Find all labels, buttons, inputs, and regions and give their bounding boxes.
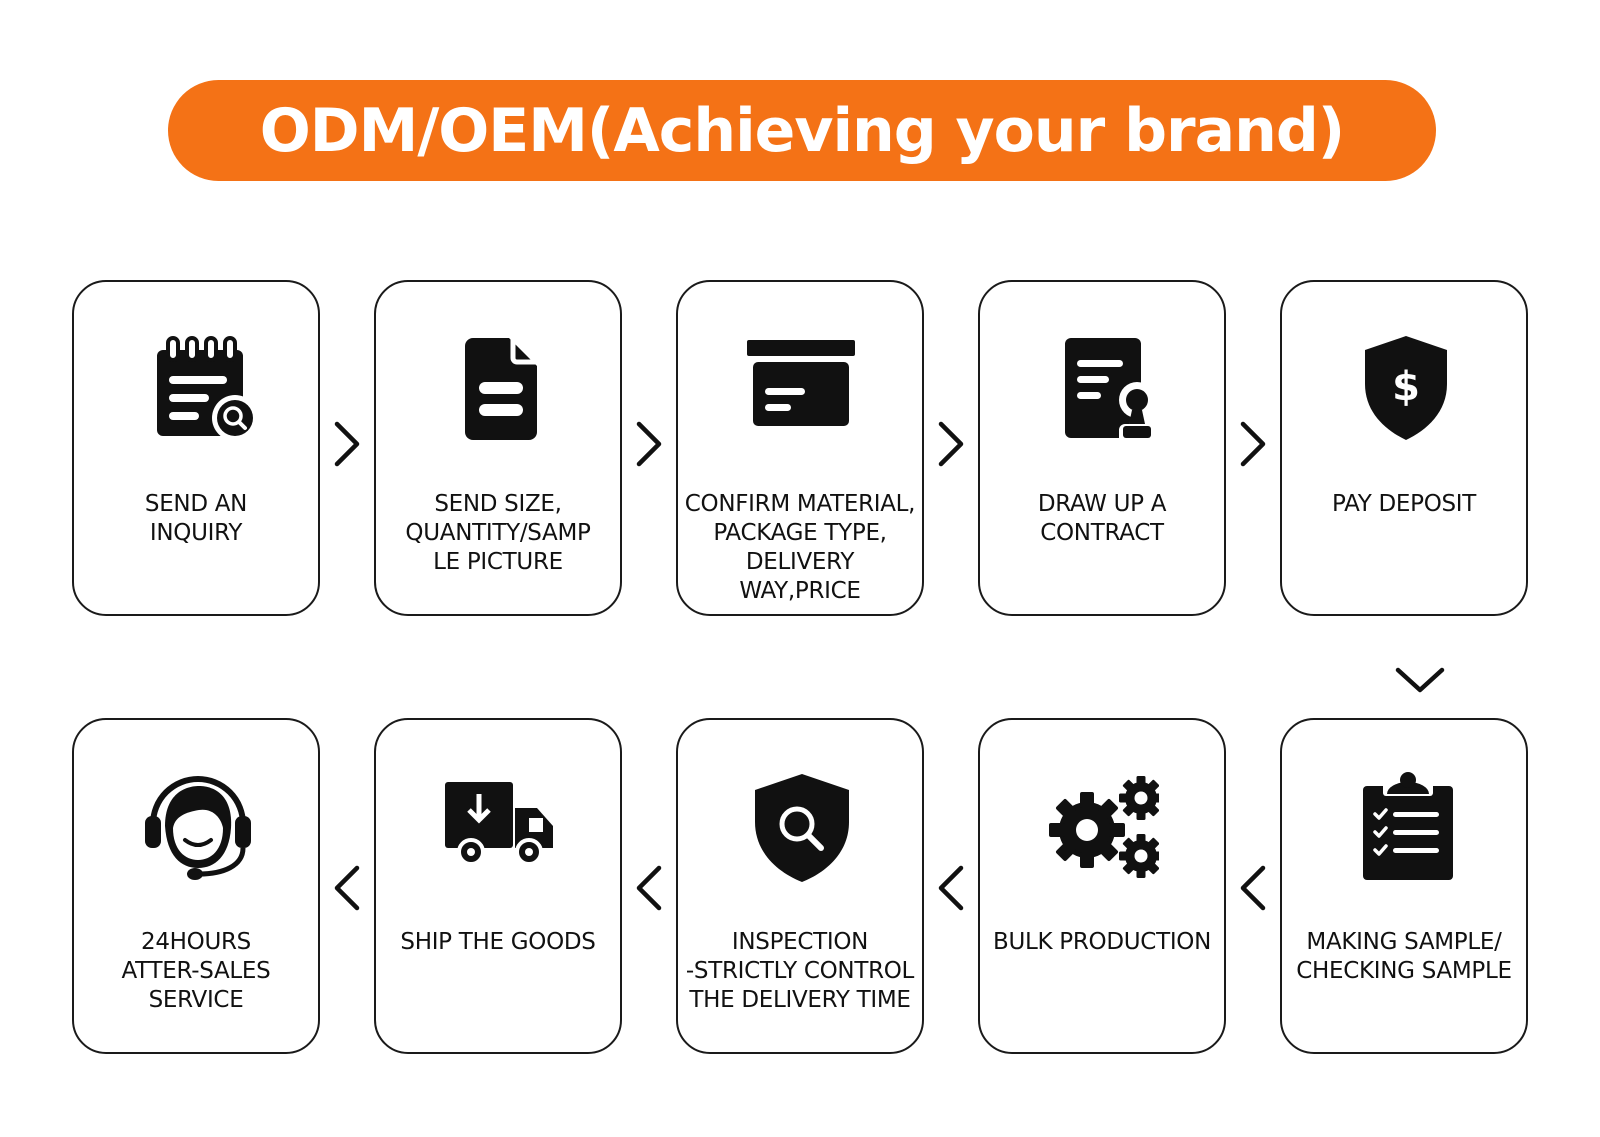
step-card-send-size: SEND SIZE, QUANTITY/SAMP LE PICTURE	[374, 280, 622, 616]
shield-dollar-icon: $	[1351, 334, 1461, 444]
step-label: CONFIRM MATERIAL, PACKAGE TYPE, DELIVERY…	[684, 491, 916, 604]
chevron-left-icon	[327, 864, 367, 912]
svg-text:$: $	[1392, 364, 1420, 410]
contract-stamp-icon	[1049, 334, 1159, 444]
chevron-right-icon	[629, 420, 669, 468]
chevron-down-icon	[1394, 662, 1446, 696]
step-label: DRAW UP A CONTRACT	[1037, 491, 1167, 546]
package-box-icon	[747, 334, 857, 444]
shield-search-icon	[747, 772, 857, 882]
step-card-ship-goods: SHIP THE GOODS	[374, 718, 622, 1054]
chevron-left-icon	[931, 864, 971, 912]
title-banner: ODM/OEM(Achieving your brand)	[168, 80, 1436, 181]
step-card-bulk-production: BULK PRODUCTION	[978, 718, 1226, 1054]
page-title: ODM/OEM(Achieving your brand)	[259, 95, 1345, 166]
chevron-right-icon	[931, 420, 971, 468]
delivery-truck-icon	[445, 772, 555, 882]
step-card-inspection: INSPECTION -STRICTLY CONTROL THE DELIVER…	[676, 718, 924, 1054]
step-card-after-sales: 24HOURS ATTER-SALES SERVICE	[72, 718, 320, 1054]
step-label: MAKING SAMPLE/ CHECKING SAMPLE	[1296, 929, 1512, 984]
step-label: 24HOURS ATTER-SALES SERVICE	[121, 929, 271, 1013]
step-card-making-sample: MAKING SAMPLE/ CHECKING SAMPLE	[1280, 718, 1528, 1054]
step-label: PAY DEPOSIT	[1331, 491, 1477, 517]
chevron-right-icon	[1233, 420, 1273, 468]
gears-icon	[1049, 772, 1159, 882]
step-label: INSPECTION -STRICTLY CONTROL THE DELIVER…	[685, 929, 915, 1013]
clipboard-checklist-icon	[1351, 772, 1461, 882]
step-label: SHIP THE GOODS	[400, 929, 596, 955]
document-icon	[445, 334, 555, 444]
step-label: BULK PRODUCTION	[992, 929, 1212, 955]
step-label: SEND AN INQUIRY	[144, 491, 248, 546]
step-card-pay-deposit: $ PAY DEPOSIT	[1280, 280, 1528, 616]
chevron-right-icon	[327, 420, 367, 468]
step-card-confirm-material: CONFIRM MATERIAL, PACKAGE TYPE, DELIVERY…	[676, 280, 924, 616]
step-card-draw-contract: DRAW UP A CONTRACT	[978, 280, 1226, 616]
step-card-send-inquiry: SEND AN INQUIRY	[72, 280, 320, 616]
chevron-left-icon	[1233, 864, 1273, 912]
inquiry-notepad-search-icon	[143, 334, 253, 444]
customer-service-headset-icon	[143, 772, 253, 882]
chevron-left-icon	[629, 864, 669, 912]
step-label: SEND SIZE, QUANTITY/SAMP LE PICTURE	[405, 491, 591, 575]
